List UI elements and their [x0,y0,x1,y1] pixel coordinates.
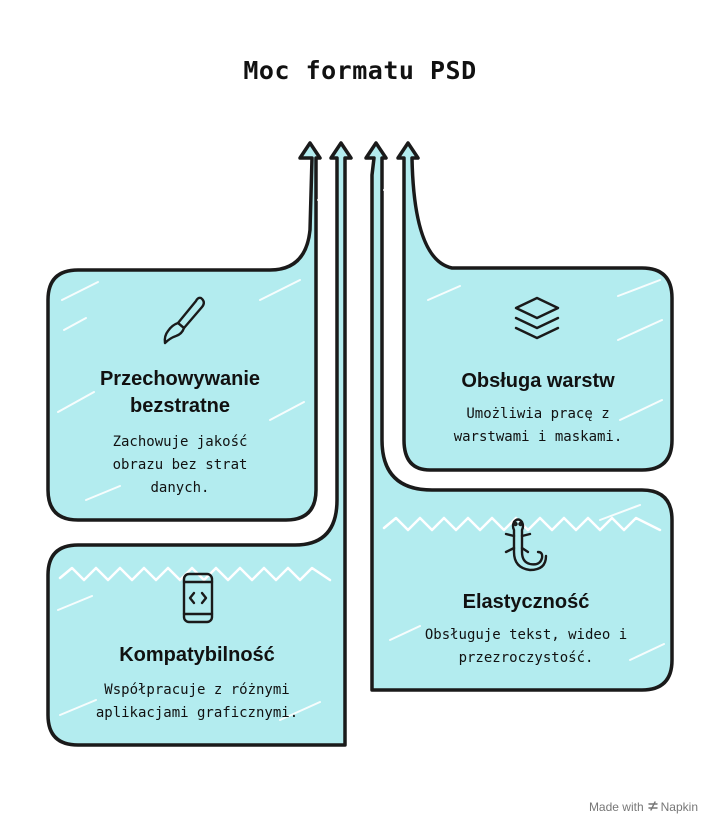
phone-code-icon [182,572,214,624]
zigzag-decoration [58,516,662,582]
compat-arrow-shape [46,141,353,747]
compat-text-line-2: aplikacjami graficznymi. [95,705,299,721]
layers-description: Umożliwia pracę z warstwami i maskami. [418,403,658,449]
lossless-title: Przechowywanie bezstratne [58,366,302,420]
flex-text-line-1: Obsługuje tekst, wideo i [424,627,628,643]
lossless-text-line-3: danych. [150,480,210,496]
flex-description: Obsługuje tekst, wideo i przezroczystość… [388,624,664,670]
compat-title: Kompatybilność [119,644,275,666]
napkin-logo-icon [647,800,658,814]
flex-arrow-shape [364,141,674,692]
lossless-text-line-2: obrazu bez strat [112,457,248,473]
lossless-text-line-1: Zachowuje jakość [112,434,248,450]
brush-icon [163,296,205,345]
page-title: Moc formatu PSD [243,56,477,85]
salamander-icon [504,518,548,572]
layers-title: Obsługa warstw [461,370,615,392]
layers-text-line-2: warstwami i maskami. [453,429,623,445]
compat-description: Współpracuje z różnymi aplikacjami grafi… [48,679,346,725]
lossless-description: Zachowuje jakość obrazu bez strat danych… [58,431,302,500]
layers-text-line-1: Umożliwia pracę z [466,406,610,422]
hatch-decoration [57,179,665,721]
napkin-brand-label: Napkin [660,800,698,814]
compat-text-line-1: Współpracuje z różnymi [104,682,290,698]
flex-title: Elastyczność [462,591,590,613]
lossless-title-line-2: bezstratne [129,395,231,417]
made-with-label: Made with [588,800,644,814]
arrow-shapes [46,141,674,747]
layers-icon [514,296,560,340]
made-with-napkin-footer[interactable]: Made with Napkin [589,800,698,814]
lossless-arrow-shape [46,141,322,522]
layers-arrow-shape [396,141,674,472]
flex-text-line-2: przezroczystość. [458,650,594,666]
lossless-title-line-1: Przechowywanie [99,368,261,390]
